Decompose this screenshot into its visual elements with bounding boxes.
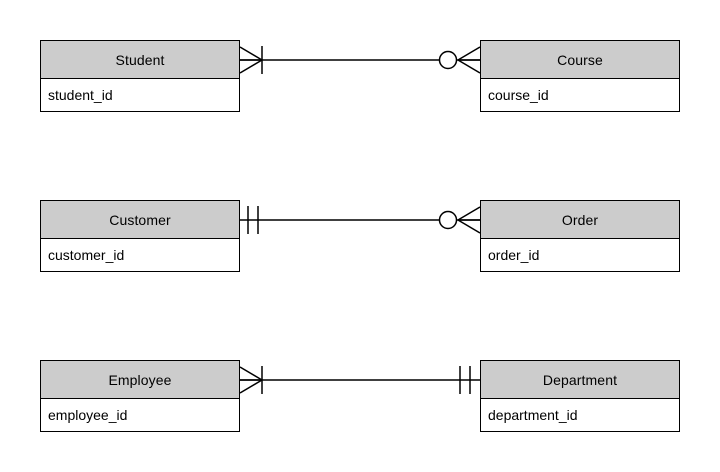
entity-attribute: department_id xyxy=(481,399,679,431)
entity-attribute: employee_id xyxy=(41,399,239,431)
entity-course[interactable]: Course course_id xyxy=(480,40,680,112)
crowfoot-marker-right xyxy=(457,46,481,74)
exactly-one-marker-left xyxy=(247,206,259,234)
zero-circle-marker-right xyxy=(438,210,458,230)
zero-circle-marker-right xyxy=(438,50,458,70)
entity-title: Employee xyxy=(41,361,239,399)
entity-title: Department xyxy=(481,361,679,399)
entity-attribute: course_id xyxy=(481,79,679,111)
relationship-student-course[interactable] xyxy=(239,46,481,74)
entity-attribute: order_id xyxy=(481,239,679,271)
relationship-employee-department[interactable] xyxy=(239,366,480,394)
entity-title: Order xyxy=(481,201,679,239)
entity-title: Student xyxy=(41,41,239,79)
relationship-customer-order[interactable] xyxy=(240,206,481,234)
entity-customer[interactable]: Customer customer_id xyxy=(40,200,240,272)
exactly-one-marker-right xyxy=(459,366,471,394)
entity-student[interactable]: Student student_id xyxy=(40,40,240,112)
entity-department[interactable]: Department department_id xyxy=(480,360,680,432)
entity-order[interactable]: Order order_id xyxy=(480,200,680,272)
crowfoot-marker-left xyxy=(239,46,263,74)
entity-attribute: customer_id xyxy=(41,239,239,271)
entity-title: Customer xyxy=(41,201,239,239)
entity-attribute: student_id xyxy=(41,79,239,111)
crowfoot-marker-left xyxy=(239,366,263,394)
entity-employee[interactable]: Employee employee_id xyxy=(40,360,240,432)
crowfoot-marker-right xyxy=(457,206,481,234)
entity-title: Course xyxy=(481,41,679,79)
